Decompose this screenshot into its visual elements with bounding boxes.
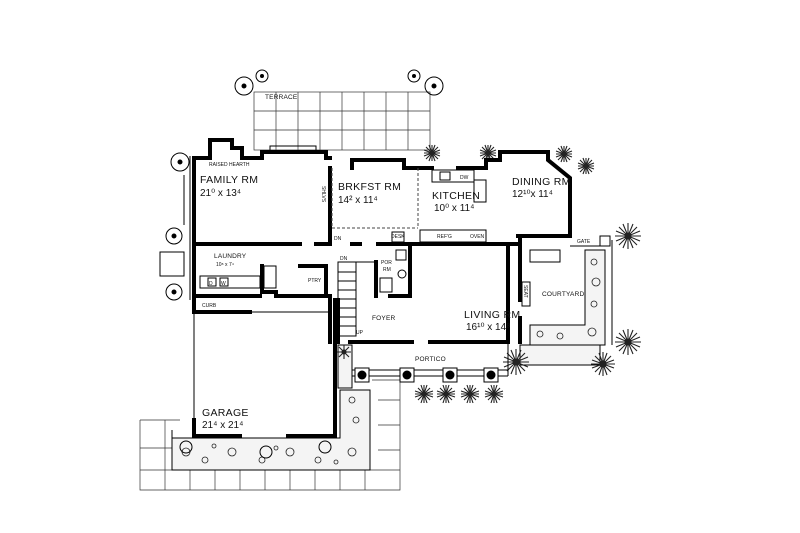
- dishwasher-label: DW: [460, 175, 469, 181]
- tree-symbols: [165, 69, 444, 459]
- washer-label: W: [221, 281, 226, 287]
- seat-label: SEAT: [522, 285, 528, 298]
- portico-label: PORTICO: [415, 356, 446, 363]
- brkfst-room-boundary: [331, 168, 419, 229]
- oven-label: OVEN: [470, 234, 485, 240]
- shrub-symbols: [337, 144, 641, 404]
- dining-room-name: DINING RM: [512, 176, 571, 188]
- powder-room-label-1: POR: [381, 260, 392, 266]
- brkfst-room-dimensions: 14² x 11⁴: [338, 195, 378, 206]
- terrace-label: TERRACE: [265, 94, 298, 101]
- dining-room-dimensions: 12¹⁰x 11⁴: [512, 189, 553, 200]
- foyer-label: FOYER: [372, 315, 395, 322]
- curb-label: CURB: [202, 303, 217, 309]
- living-room-name: LIVING RM: [464, 309, 520, 321]
- side-yard-fence: [159, 156, 613, 345]
- desk-label: DESK: [391, 234, 405, 240]
- laundry-fixtures: [199, 265, 277, 289]
- living-room-dimensions: 16¹⁰ x 14⁸: [466, 322, 510, 333]
- kitchen-dimensions: 10⁰ x 11⁴: [434, 203, 474, 214]
- gate-label: GATE: [577, 239, 591, 245]
- brkfst-room-name: BRKFST RM: [338, 181, 401, 193]
- raised-hearth-label: RAISED HEARTH: [209, 162, 250, 168]
- garage-dimensions: 21⁴ x 21⁴: [202, 420, 243, 431]
- planting-bed-portico: [337, 344, 601, 389]
- portico-columns: [352, 342, 509, 383]
- family-room-dimensions: 21⁰ x 13⁴: [200, 188, 241, 199]
- laundry-name: LAUNDRY: [214, 253, 247, 260]
- garage-name: GARAGE: [202, 407, 249, 419]
- staircase: [337, 261, 357, 337]
- refrigerator-label: REF'G: [437, 234, 452, 240]
- down-stair-label: DN: [334, 236, 342, 242]
- dryer-label: D: [209, 281, 213, 287]
- family-room-name: FAMILY RM: [200, 174, 258, 186]
- pantry-label: PTRY: [308, 278, 322, 284]
- kitchen-counters: [379, 169, 487, 293]
- up-stair-label: UP: [356, 330, 364, 336]
- down-stair-label-2: DN: [340, 256, 348, 262]
- laundry-dimensions: 10⁸ x 7⁴: [216, 262, 234, 268]
- courtyard-label: COURTYARD: [542, 291, 584, 298]
- interior-walls: [192, 166, 522, 298]
- shelves-label: SHLVS: [320, 186, 326, 203]
- kitchen-name: KITCHEN: [432, 190, 480, 202]
- courtyard-features: [521, 245, 600, 307]
- terrace-paving: [253, 91, 431, 151]
- powder-room-label-2: RM: [383, 267, 391, 273]
